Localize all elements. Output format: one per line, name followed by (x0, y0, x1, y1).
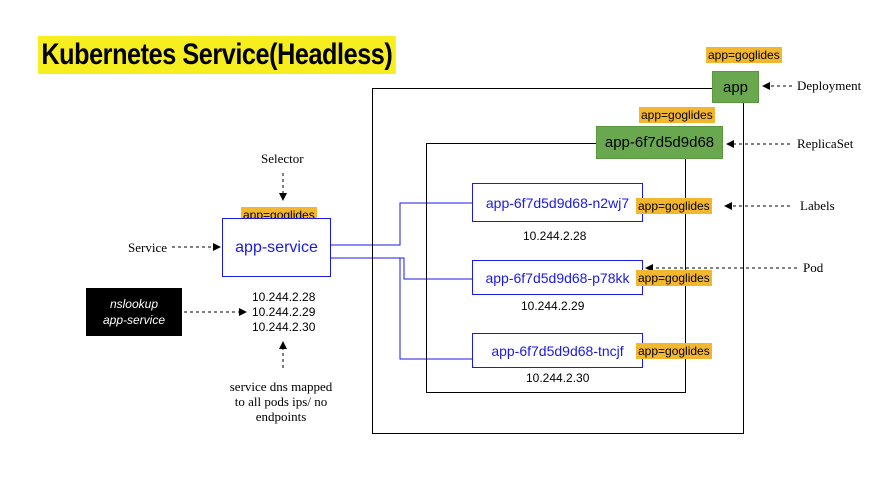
service-box: app-service (222, 218, 331, 277)
deployment-label: app=goglides (706, 47, 782, 63)
pod-label: app=goglides (636, 270, 712, 286)
dns-note: service dns mapped to all pods ips/ no e… (216, 379, 346, 424)
pod-caption: Pod (803, 260, 824, 275)
dns-note-line: service dns mapped (229, 379, 333, 394)
pod-ip: 10.244.2.29 (521, 299, 585, 313)
pod-box: app-6f7d5d9d68-p78kk (472, 260, 643, 295)
replicaset-caption: ReplicaSet (797, 136, 854, 151)
service-caption: Service (128, 240, 167, 255)
replicaset-boundary (426, 143, 686, 393)
pod-box: app-6f7d5d9d68-n2wj7 (472, 183, 643, 222)
service-ip: 10.244.2.30 (252, 320, 316, 334)
service-ip: 10.244.2.28 (252, 290, 316, 304)
labels-caption: Labels (800, 198, 835, 213)
nslookup-line: app-service (102, 313, 166, 327)
nslookup-line: nslookup (109, 297, 159, 311)
nslookup-box: nslookup app-service (86, 288, 182, 336)
pod-label: app=goglides (636, 343, 712, 359)
pod-box: app-6f7d5d9d68-tncjf (472, 333, 643, 368)
pod-ip: 10.244.2.30 (526, 371, 590, 385)
deployment-box: app (712, 71, 759, 103)
service-ip: 10.244.2.29 (252, 305, 316, 319)
pod-ip: 10.244.2.28 (523, 229, 587, 243)
deployment-boundary (372, 88, 744, 434)
deployment-caption: Deployment (797, 78, 862, 93)
page-title: Kubernetes Service(Headless) (38, 36, 396, 74)
dns-note-line: endpoints (255, 409, 307, 424)
replicaset-box: app-6f7d5d9d68 (596, 126, 723, 159)
pod-label: app=goglides (636, 198, 712, 214)
replicaset-label: app=goglides (639, 107, 715, 123)
selector-caption: Selector (261, 151, 304, 166)
dns-note-line: to all pods ips/ no (234, 394, 328, 409)
service-pod-links (331, 202, 472, 360)
